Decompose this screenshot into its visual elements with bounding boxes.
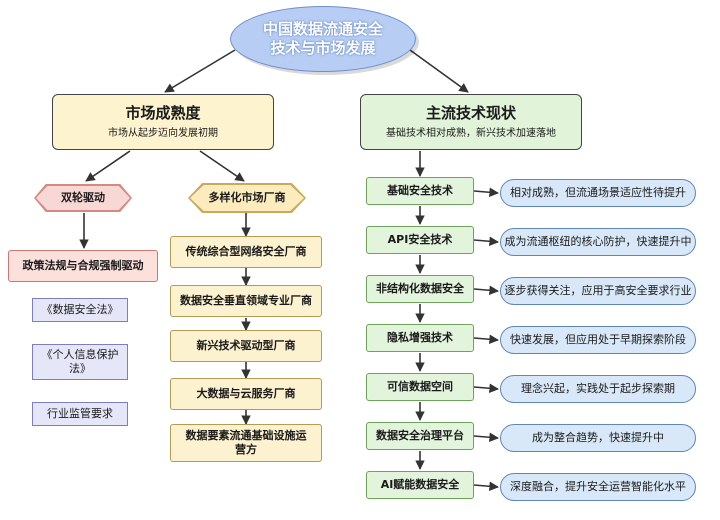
law-node: 《数据安全法》 xyxy=(32,298,128,322)
tech-status-node: 主流技术现状 基础技术相对成熟，新兴技术加速落地 xyxy=(360,94,582,150)
vendor-node: 大数据与云服务厂商 xyxy=(170,378,322,410)
tech-item-node: 隐私增强技术 xyxy=(366,324,474,352)
market-maturity-title: 市场成熟度 xyxy=(125,103,201,122)
dual-drive-label: 双轮驱动 xyxy=(61,190,105,204)
tech-item-node: AI赋能数据安全 xyxy=(366,471,474,499)
vendor-node: 新兴技术驱动型厂商 xyxy=(170,330,322,362)
dual-drive-node: 双轮驱动 xyxy=(34,184,132,212)
tech-item-node: 基础安全技术 xyxy=(366,177,474,205)
tech-item-node: 可信数据空间 xyxy=(366,373,474,401)
vendor-node: 传统综合型网络安全厂商 xyxy=(170,236,322,268)
tech-item-node: 非结构化数据安全 xyxy=(366,275,474,303)
vendors-node: 多样化市场厂商 xyxy=(188,183,306,213)
root-node: 中国数据流通安全 技术与市场发展 xyxy=(230,6,416,72)
vendors-label: 多样化市场厂商 xyxy=(208,190,286,204)
tech-status-pill: 成为整合趋势，快速提升中 xyxy=(500,424,696,452)
law-node: 行业监管要求 xyxy=(32,402,128,426)
tech-status-pill: 成为流通枢纽的核心防护，快速提升中 xyxy=(500,228,696,256)
tech-status-pill: 深度融合，提升安全运营智能化水平 xyxy=(500,473,696,501)
tech-item-node: API安全技术 xyxy=(366,226,474,254)
market-maturity-subtitle: 市场从起步迈向发展初期 xyxy=(108,128,218,140)
tech-status-subtitle: 基础技术相对成熟，新兴技术加速落地 xyxy=(386,128,556,140)
policy-driver-node: 政策法规与合规强制驱动 xyxy=(8,250,158,282)
tech-status-pill: 快速发展，但应用处于早期探索阶段 xyxy=(500,326,696,354)
tech-status-pill: 理念兴起，实践处于起步探索期 xyxy=(500,375,696,403)
tech-status-title: 主流技术现状 xyxy=(425,103,516,122)
market-maturity-node: 市场成熟度 市场从起步迈向发展初期 xyxy=(52,94,274,150)
tech-status-pill: 逐步获得关注，应用于高安全要求行业 xyxy=(500,277,696,305)
vendor-node: 数据要素流通基础设施运营方 xyxy=(170,424,322,462)
root-title-line1: 中国数据流通安全 xyxy=(262,19,383,38)
tech-status-pill: 相对成熟，但流通场景适应性待提升 xyxy=(500,179,696,207)
tech-item-node: 数据安全治理平台 xyxy=(366,422,474,450)
vendor-node: 数据安全垂直领域专业厂商 xyxy=(170,285,322,317)
law-node: 《个人信息保护法》 xyxy=(32,344,128,380)
root-title-line2: 技术与市场发展 xyxy=(270,39,376,57)
